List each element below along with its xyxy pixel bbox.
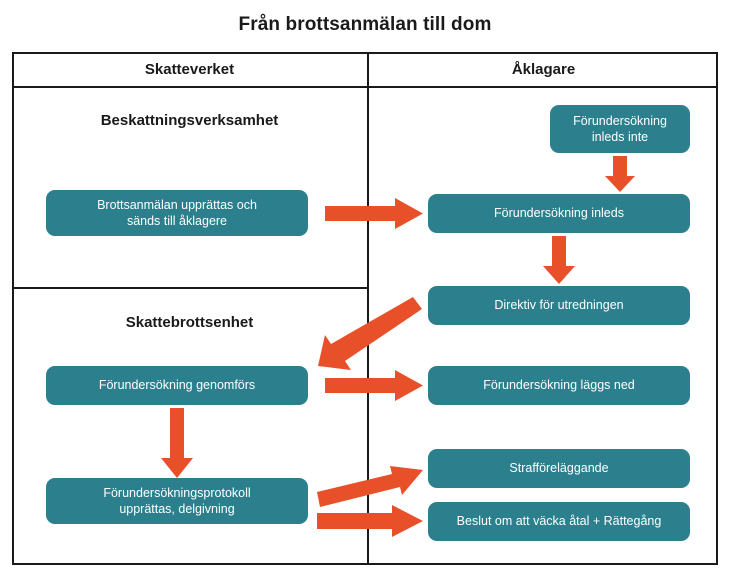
node-fu-protokoll-line1: Förundersökningsprotokoll xyxy=(103,485,251,500)
node-brottsanmalan[interactable]: Brottsanmälan upprättas och sänds till å… xyxy=(46,190,308,236)
node-straffforelaggande[interactable]: Strafföreläggande xyxy=(428,449,690,488)
node-straffforelaggande-label: Strafföreläggande xyxy=(509,461,609,476)
section-label-skattebrottsenhet: Skattebrottsenhet xyxy=(125,314,254,331)
node-direktiv[interactable]: Direktiv för utredningen xyxy=(428,286,690,325)
section-label-beskattningsverksamhet: Beskattningsverksamhet xyxy=(100,112,279,129)
node-fu-protokoll[interactable]: Förundersökningsprotokoll upprättas, del… xyxy=(46,478,308,524)
diagram-frame xyxy=(12,52,718,565)
column-header-skatteverket: Skatteverket xyxy=(144,61,235,78)
node-fu-laggs-ned[interactable]: Förundersökning läggs ned xyxy=(428,366,690,405)
section-divider xyxy=(12,287,369,289)
column-header-aklagare: Åklagare xyxy=(511,61,576,78)
header-divider xyxy=(12,86,718,88)
page-title: Från brottsanmälan till dom xyxy=(238,14,492,35)
node-brottsanmalan-line1: Brottsanmälan upprättas och xyxy=(97,197,257,212)
node-brottsanmalan-line2: sänds till åklagere xyxy=(126,214,228,228)
node-beslut-atal[interactable]: Beslut om att väcka åtal + Rättegång xyxy=(428,502,690,541)
column-divider xyxy=(367,52,369,565)
node-fu-laggs-ned-label: Förundersökning läggs ned xyxy=(483,378,635,393)
node-fu-protokoll-line2: upprättas, delgivning xyxy=(119,502,235,516)
node-fu-inleds-inte-line1: Förundersökning xyxy=(573,113,667,128)
node-fu-inleds-label: Förundersökning inleds xyxy=(494,206,624,221)
node-fu-genomfors-label: Förundersökning genomförs xyxy=(98,378,256,393)
node-fu-inleds-inte-line2: inleds inte xyxy=(591,130,649,144)
node-fu-inleds[interactable]: Förundersökning inleds xyxy=(428,194,690,233)
node-direktiv-label: Direktiv för utredningen xyxy=(494,298,624,313)
node-beslut-atal-label: Beslut om att väcka åtal + Rättegång xyxy=(456,514,662,529)
node-fu-inleds-inte[interactable]: Förundersökning inleds inte xyxy=(550,105,690,153)
node-fu-genomfors[interactable]: Förundersökning genomförs xyxy=(46,366,308,405)
